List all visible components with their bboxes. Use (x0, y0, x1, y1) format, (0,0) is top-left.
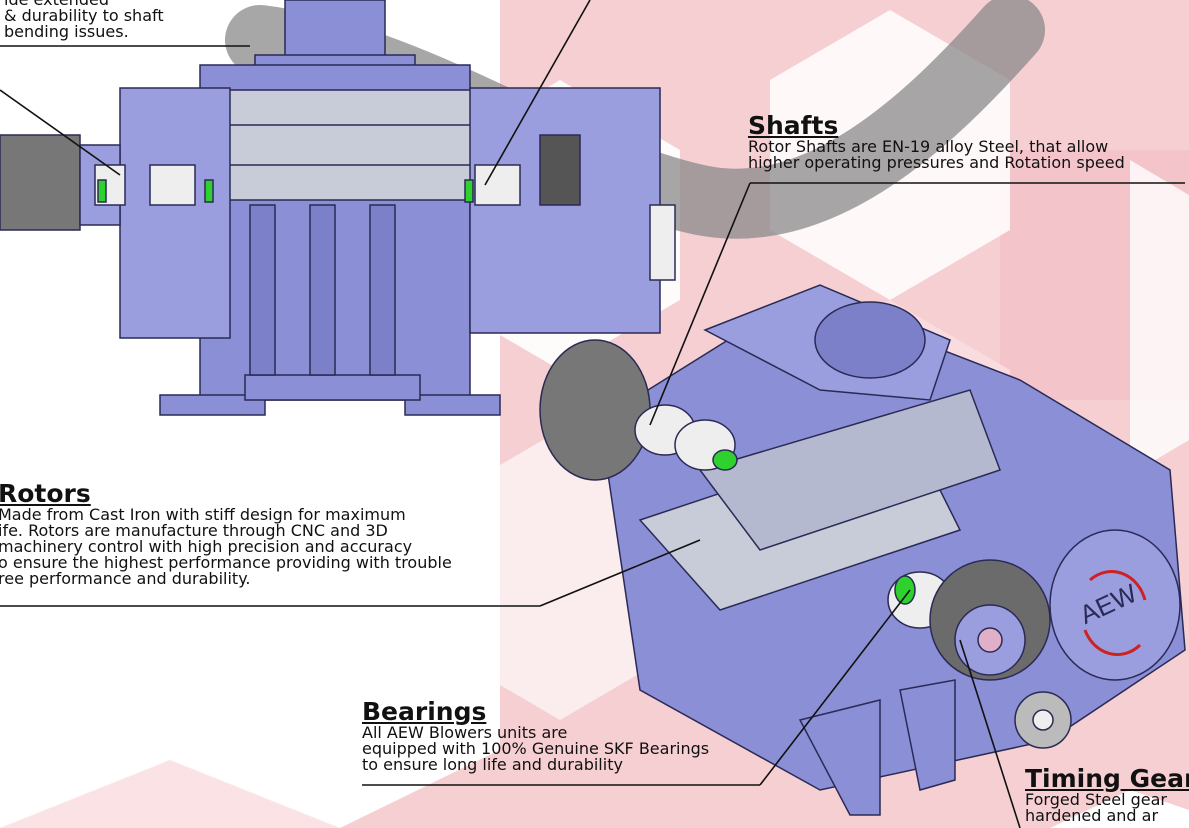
shafts-line-1: Rotor Shafts are EN-19 alloy Steel, that… (748, 137, 1109, 156)
callout-bearings: Bearings All AEW Blowers units are equip… (362, 698, 709, 773)
rotors-line-1: Made from Cast Iron with stiff design fo… (0, 505, 406, 524)
rotors-line-4: o ensure the highest performance providi… (0, 553, 452, 572)
callout-top-left: ide extended & durability to shaft bendi… (4, 0, 164, 40)
bearings-line-2: equipped with 100% Genuine SKF Bearings (362, 739, 710, 758)
timing-gear-line-1: Forged Steel gear (1025, 790, 1167, 809)
callout-rotors: Rotors Made from Cast Iron with stiff de… (0, 480, 452, 587)
callout-top-left-line-2: & durability to shaft (4, 6, 164, 25)
bearings-line-3: to ensure long life and durability (362, 755, 623, 774)
callout-top-left-line-1: ide extended (4, 0, 164, 8)
blower-cross-section (0, 0, 676, 416)
bearings-title: Bearings (362, 697, 487, 726)
shafts-line-2: higher operating pressures and Rotation … (748, 153, 1125, 172)
timing-gear-line-2: hardened and ar (1025, 806, 1159, 824)
shafts-title: Shafts (748, 111, 839, 140)
callout-timing-gear: Timing Gear Forged Steel gear hardened a… (1025, 765, 1189, 824)
callout-top-left-line-3: bending issues. (4, 22, 129, 41)
blower-3d-cutaway (539, 284, 1186, 816)
timing-gear-title: Timing Gear (1025, 765, 1189, 793)
rotors-line-3: machinery control with high precision an… (0, 537, 413, 556)
callout-shafts: Shafts Rotor Shafts are EN-19 alloy Stee… (748, 112, 1125, 171)
bearings-line-1: All AEW Blowers units are (362, 723, 568, 742)
rotors-title: Rotors (0, 479, 91, 508)
rotors-line-5: ree performance and durability. (0, 569, 251, 588)
rotors-line-2: ife. Rotors are manufacture through CNC … (0, 521, 388, 540)
